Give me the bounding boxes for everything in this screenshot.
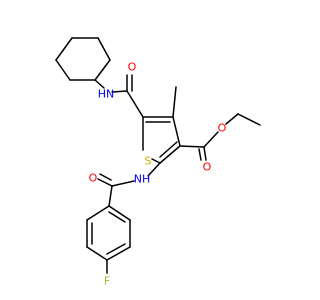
fluorophenyl-ring: [86, 205, 131, 274]
molecule-structure: HN O S O O NH O F: [55, 37, 261, 288]
o-ester-ether-label: O: [218, 122, 227, 135]
s-ring-label: S: [145, 155, 152, 168]
cyclohexyl-ring: [55, 37, 111, 81]
bottom-amide-bonds: [97, 162, 161, 207]
nh-top-label: HN: [98, 88, 115, 101]
top-amide-bonds: [94, 74, 144, 118]
f-label: F: [104, 275, 110, 288]
methyl-bond: [172, 86, 177, 118]
thiophene-ring: [142, 116, 181, 164]
nh-bottom-label: NH: [134, 173, 151, 186]
ethyl-ester-bonds: [179, 113, 261, 161]
o-ester-carbonyl-label: O: [203, 161, 212, 174]
o-top-label: O: [128, 61, 137, 74]
molecule-canvas: HN O S O O NH O F: [55, 37, 261, 288]
o-bottom-label: O: [89, 172, 98, 185]
